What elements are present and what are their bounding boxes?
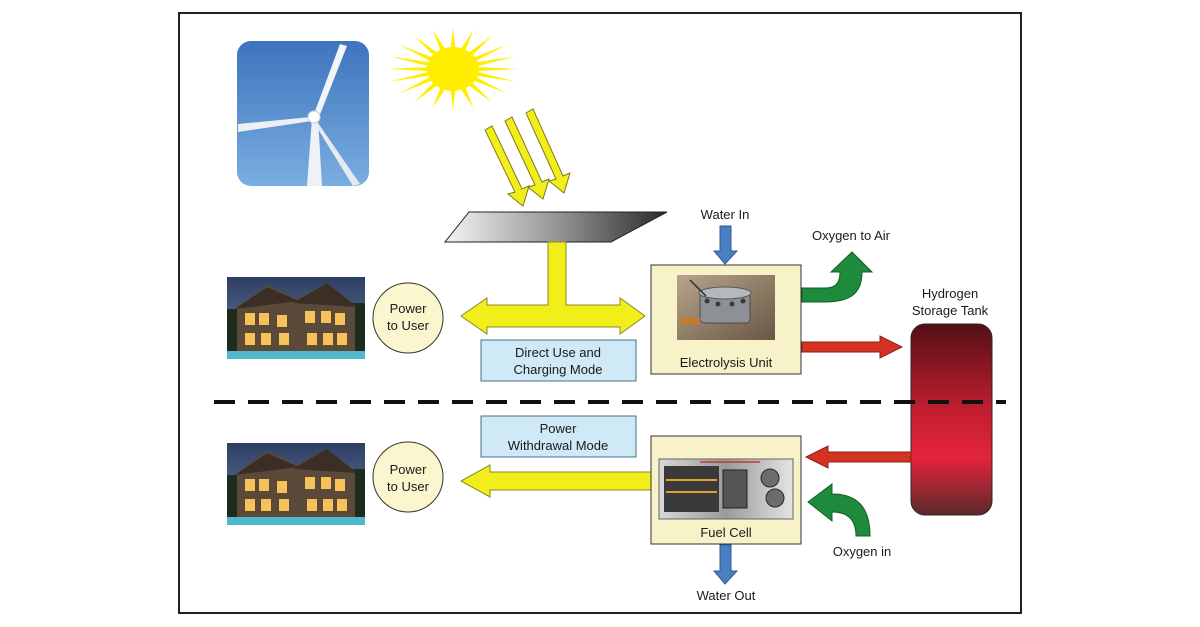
house-photo-top [227, 277, 365, 359]
direct-use-line1: Direct Use and [515, 345, 601, 360]
water-in-arrow [712, 225, 739, 265]
sunlight-ray-arrows [484, 108, 571, 207]
house-roof-right [293, 283, 357, 307]
hydrogen-storage-tank [910, 323, 993, 516]
house-window [305, 477, 315, 489]
oxygen-to-air-arrow [801, 251, 874, 303]
house-window [245, 313, 255, 325]
house-window [261, 333, 271, 345]
house-window [337, 333, 347, 345]
fuel-cell-photo [658, 458, 794, 520]
power-to-user-bottom-line1: Power [390, 462, 428, 477]
house-photo-bottom [227, 443, 365, 525]
house-pool [227, 351, 365, 359]
power-to-user-bottom-line2: to User [387, 479, 430, 494]
sun-icon [387, 28, 519, 110]
house-window [337, 499, 347, 511]
power-withdrawal-arrow [459, 464, 652, 498]
oxygen-in-arrow [807, 483, 871, 537]
house-window [245, 499, 255, 511]
oxygen-to-air-label: Oxygen to Air [812, 228, 891, 243]
fuel-cell-label: Fuel Cell [700, 525, 751, 540]
house-window [245, 479, 255, 491]
house-window [279, 333, 289, 345]
house-window [323, 333, 333, 345]
house-window [307, 333, 317, 345]
house-roof-right [293, 449, 357, 473]
power-to-user-top-line1: Power [390, 301, 428, 316]
oxygen-in-label: Oxygen in [833, 544, 892, 559]
power-to-user-top-line2: to User [387, 318, 430, 333]
power-to-user-circle-bottom [372, 441, 444, 513]
power-withdrawal-mode-box [480, 415, 637, 458]
house-window [305, 311, 315, 323]
wind-turbine-photo [237, 41, 369, 186]
direct-use-mode-box [480, 339, 637, 382]
solar-panel-icon [443, 211, 668, 243]
direct-use-line2: Charging Mode [514, 362, 603, 377]
house-roof-left [235, 453, 299, 475]
electrolyzer-photo [677, 275, 775, 340]
power-withdrawal-line1: Power [540, 421, 578, 436]
house-window [259, 313, 269, 325]
water-in-label: Water In [701, 207, 750, 222]
house-window [279, 499, 289, 511]
house-window [277, 481, 287, 493]
house-window [307, 499, 317, 511]
direct-use-power-arrow [460, 241, 646, 335]
house-pool [227, 517, 365, 525]
water-out-arrow [712, 544, 739, 585]
house-window [321, 477, 331, 489]
hydrogen-tank-label-line1: Hydrogen [922, 286, 978, 301]
sun-core [427, 47, 479, 91]
house-window [321, 311, 331, 323]
house-window [245, 333, 255, 345]
house-roof-left [235, 287, 299, 309]
hydrogen-to-fuel-cell-arrow [804, 445, 912, 469]
hydrogen-tank-label-line2: Storage Tank [912, 303, 989, 318]
electrolysis-unit-label: Electrolysis Unit [680, 355, 773, 370]
house-window [277, 315, 287, 327]
power-withdrawal-line2: Withdrawal Mode [508, 438, 608, 453]
water-out-label: Water Out [697, 588, 756, 603]
hydrogen-to-tank-arrow [801, 335, 904, 359]
house-window [323, 499, 333, 511]
house-window [259, 479, 269, 491]
power-to-user-circle-top [372, 282, 444, 354]
house-window [335, 479, 345, 491]
house-window [335, 313, 345, 325]
house-window [261, 499, 271, 511]
